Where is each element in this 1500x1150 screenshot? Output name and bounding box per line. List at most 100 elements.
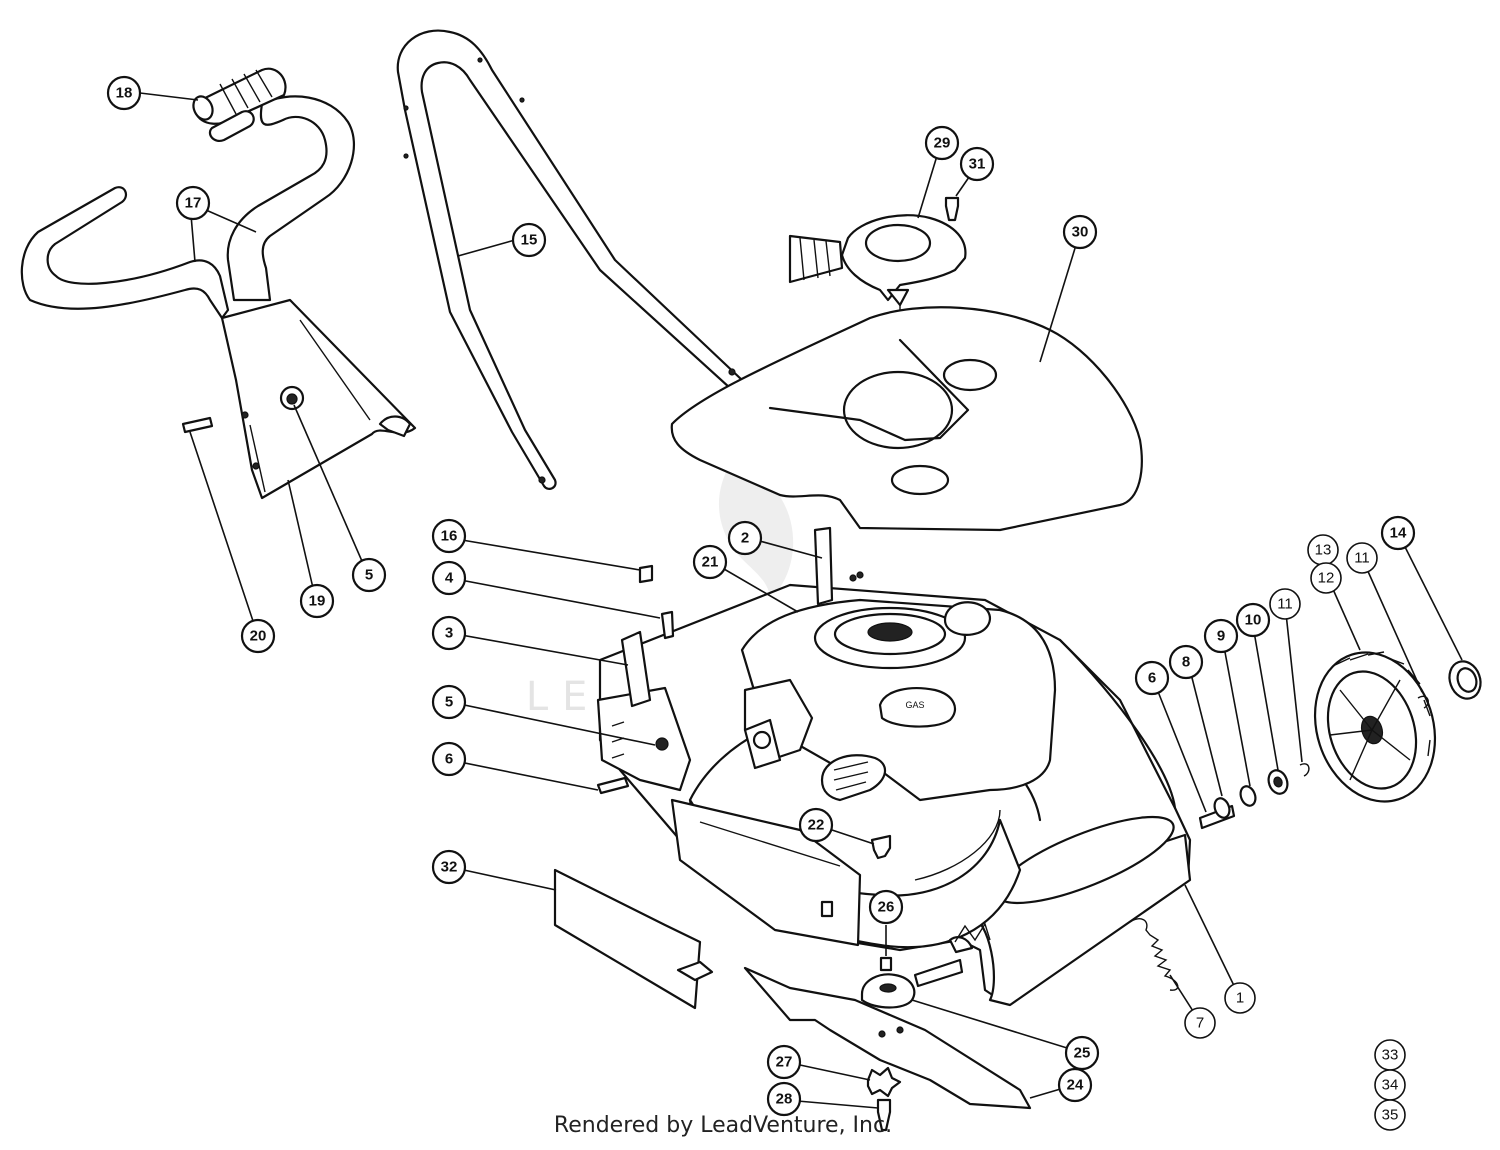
svg-text:15: 15 (521, 232, 538, 249)
callout-5-handle: 5 (351, 557, 387, 593)
svg-text:11: 11 (1277, 596, 1293, 613)
bolt-31 (944, 196, 960, 222)
svg-text:1: 1 (1236, 990, 1244, 1007)
callout-35: 35 (1374, 1099, 1406, 1131)
callout-15: 15 (511, 222, 547, 258)
bolt-4 (660, 610, 675, 640)
callout-26: 26 (868, 889, 904, 925)
bolt-22 (870, 834, 892, 860)
callouts: 18 17 15 29 31 30 5 19 20 16 4 3 5 6 2 2… (106, 75, 1416, 1131)
callout-5-deck: 5 (431, 684, 467, 720)
bearing-10 (1267, 769, 1289, 795)
svg-text:16: 16 (441, 528, 458, 545)
svg-text:21: 21 (702, 554, 719, 571)
callout-32: 32 (431, 849, 467, 885)
blade-adapter-25 (860, 973, 916, 1009)
callout-31: 31 (959, 146, 995, 182)
callout-30: 30 (1062, 214, 1098, 250)
callout-25: 25 (1064, 1035, 1100, 1071)
callout-12: 12 (1310, 562, 1342, 594)
callout-14: 14 (1380, 515, 1416, 551)
bolt-20 (181, 416, 214, 434)
clip-11a (1299, 763, 1310, 777)
svg-text:8: 8 (1182, 654, 1190, 671)
svg-text:9: 9 (1217, 628, 1225, 645)
callout-17: 17 (175, 185, 211, 221)
svg-text:33: 33 (1382, 1047, 1399, 1064)
callout-29: 29 (924, 125, 960, 161)
upper-handle-15 (396, 29, 745, 490)
svg-text:6: 6 (1148, 670, 1156, 687)
callout-18: 18 (106, 75, 142, 111)
svg-text:20: 20 (250, 628, 267, 645)
svg-text:31: 31 (969, 156, 986, 173)
callout-6-right: 6 (1134, 660, 1170, 696)
callout-13: 13 (1307, 534, 1339, 566)
callout-11-left: 11 (1269, 588, 1301, 620)
axle-bolt-6 (596, 776, 630, 795)
callout-3: 3 (431, 615, 467, 651)
washer-27 (866, 1066, 902, 1098)
callout-28: 28 (766, 1081, 802, 1117)
svg-text:35: 35 (1382, 1107, 1399, 1124)
svg-text:5: 5 (365, 567, 373, 584)
spacer-16 (638, 564, 654, 584)
callout-8: 8 (1168, 644, 1204, 680)
callout-22: 22 (798, 807, 834, 843)
washer-8 (1213, 797, 1231, 819)
bolt-28 (876, 1098, 892, 1132)
callout-2: 2 (727, 520, 763, 556)
svg-text:24: 24 (1067, 1077, 1084, 1094)
callout-24: 24 (1057, 1067, 1093, 1103)
starter-29 (788, 214, 967, 360)
spacer-9 (1239, 785, 1257, 807)
callout-9: 9 (1203, 618, 1239, 654)
callout-4: 4 (431, 560, 467, 596)
svg-text:4: 4 (445, 570, 454, 587)
svg-text:32: 32 (441, 859, 458, 876)
svg-text:2: 2 (741, 530, 749, 547)
svg-text:27: 27 (776, 1054, 793, 1071)
callout-1: 1 (1224, 982, 1256, 1014)
key-26 (879, 956, 893, 972)
chute-shield-32 (553, 868, 714, 1010)
crankshaft (913, 922, 991, 988)
svg-text:34: 34 (1382, 1077, 1399, 1094)
gas-cap-label: GAS (905, 700, 924, 710)
svg-text:3: 3 (445, 625, 453, 642)
svg-text:12: 12 (1318, 570, 1335, 587)
svg-text:22: 22 (808, 817, 825, 834)
svg-text:19: 19 (309, 593, 326, 610)
callout-7: 7 (1184, 1007, 1216, 1039)
svg-text:10: 10 (1245, 612, 1262, 629)
svg-text:6: 6 (445, 751, 453, 768)
engine-21: GAS (740, 598, 1057, 802)
svg-text:5: 5 (445, 694, 453, 711)
callout-33: 33 (1374, 1039, 1406, 1071)
callout-10: 10 (1235, 602, 1271, 638)
callout-6-left: 6 (431, 741, 467, 777)
callout-19: 19 (299, 583, 335, 619)
lower-handle-17 (20, 95, 417, 500)
spring-7 (1129, 918, 1179, 991)
callout-20: 20 (240, 618, 276, 654)
callout-21: 21 (692, 544, 728, 580)
svg-text:13: 13 (1315, 542, 1332, 559)
engine-shroud-30 (670, 306, 1143, 532)
svg-text:29: 29 (934, 135, 951, 152)
footer-credit: Rendered by LeadVenture, Inc. (0, 1113, 1500, 1138)
footer-text: Rendered by LeadVenture, Inc. (553, 1113, 893, 1138)
svg-text:7: 7 (1196, 1015, 1204, 1032)
wheel-12 (1313, 651, 1437, 803)
hubcap-14 (1448, 660, 1482, 700)
svg-text:28: 28 (776, 1091, 793, 1108)
svg-text:11: 11 (1354, 550, 1370, 567)
grip-18 (192, 67, 287, 142)
blade-24 (743, 966, 1032, 1110)
callout-16: 16 (431, 518, 467, 554)
svg-text:26: 26 (878, 899, 895, 916)
svg-text:25: 25 (1074, 1045, 1091, 1062)
svg-text:18: 18 (116, 85, 133, 102)
callout-27: 27 (766, 1044, 802, 1080)
